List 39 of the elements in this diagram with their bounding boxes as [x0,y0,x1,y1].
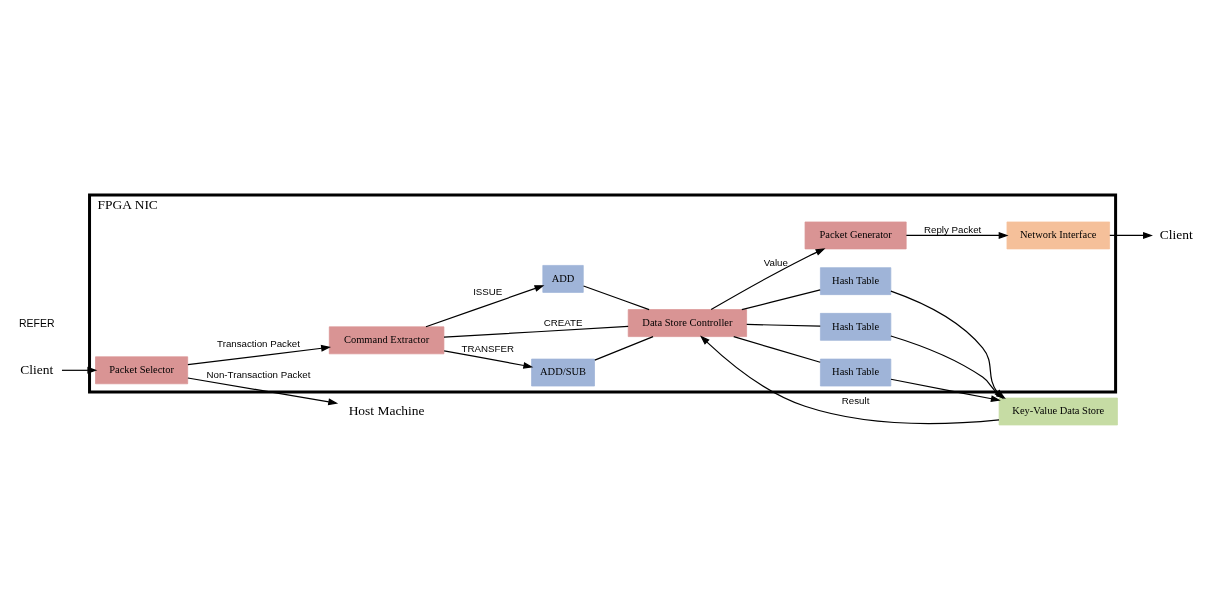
arrow [1109,231,1153,239]
edge-label: Non-Transaction Packet [206,368,311,380]
arrow [61,366,98,374]
node-text: Client [20,361,54,377]
edge-label: Value [763,256,788,268]
node-box: Hash Table [820,358,892,386]
connector [746,323,821,327]
arrow [700,334,1000,424]
node-box: ADD/SUB [531,358,595,386]
node-box: Command Extractor [328,325,445,354]
arrow [443,349,534,369]
edge-label: Transaction Packet [217,337,300,349]
edge-label: ISSUE [473,285,503,297]
connector [594,335,654,361]
connector [443,325,629,338]
node-box: Network Interface [1006,221,1110,249]
node-box: Packet Selector [95,355,189,384]
edge-label: Result [841,394,870,406]
edge-label: CREATE [543,316,583,328]
arrow [425,284,545,327]
arrow [890,378,1001,402]
connector [582,284,650,310]
arrow [710,247,826,310]
arrow [187,344,331,365]
node-box: Packet Generator [804,221,907,249]
node-box: Data Store Controller [627,308,747,337]
label: REFER [18,317,55,329]
arrow [187,376,339,405]
node-text: Client [1159,226,1193,242]
node-box: Hash Table [820,312,892,341]
edge-label: Reply Packet [924,223,982,235]
edge-label: TRANSFER [461,342,514,354]
node-box: Key-Value Data Store [998,397,1118,425]
node-text: Host Machine [348,402,425,418]
node-box: Hash Table [820,266,892,295]
connector [733,335,821,363]
node-box: ADD [542,264,584,293]
connector [741,288,821,310]
arrow [905,231,1009,239]
